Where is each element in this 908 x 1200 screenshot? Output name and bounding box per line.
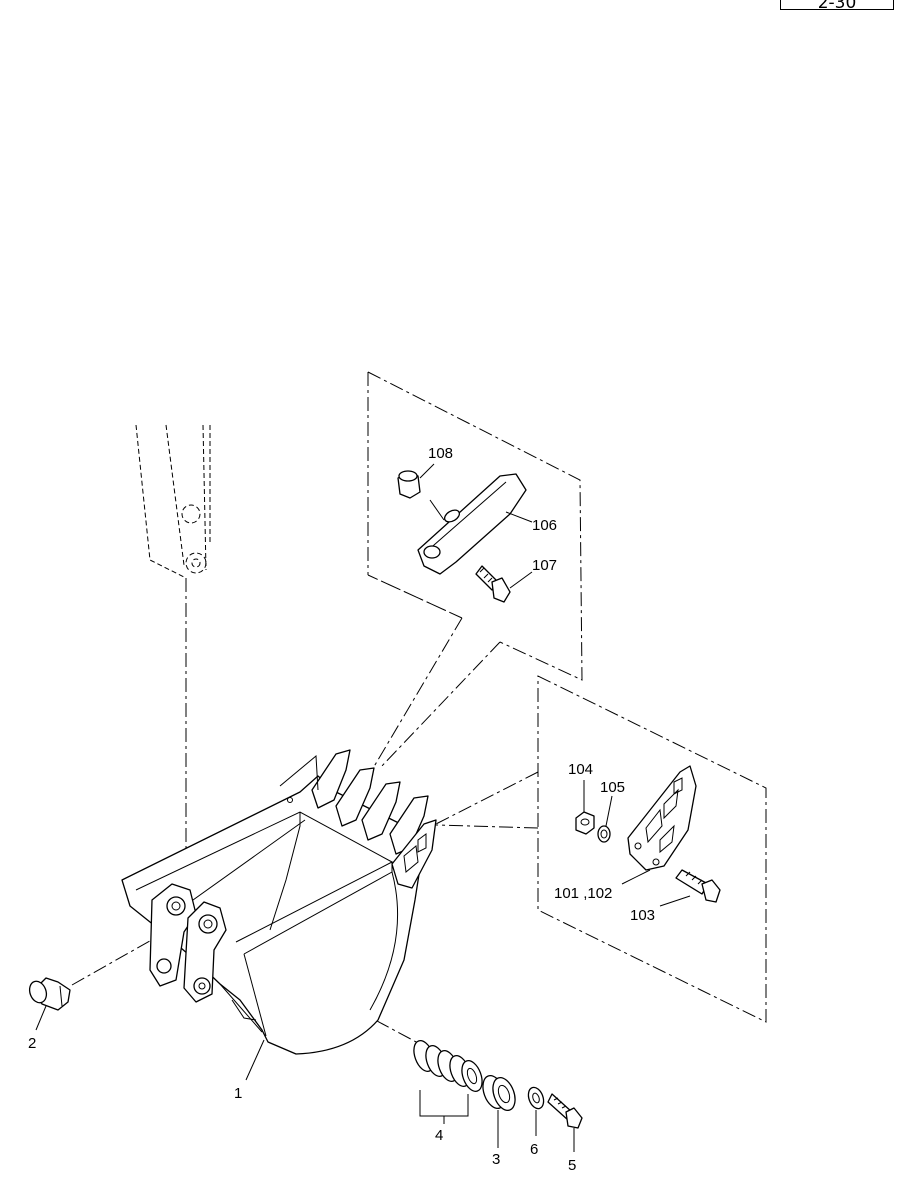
part-106-tooth (417, 473, 533, 575)
arm-phantom (135, 424, 211, 579)
callout-103: 103 (630, 907, 655, 924)
callout-5: 5 (568, 1157, 576, 1174)
callout-6: 6 (530, 1141, 538, 1158)
callout-108: 108 (428, 445, 453, 462)
leader-1 (245, 1039, 265, 1081)
part-6-washer (527, 1086, 545, 1136)
callout-106: 106 (532, 517, 557, 534)
part-104-nut (575, 780, 595, 835)
callout-3: 3 (492, 1151, 500, 1168)
page-number-box: 2-30 (780, 0, 894, 10)
part-107-bolt (475, 565, 533, 603)
page-number: 2-30 (817, 0, 857, 10)
callout-4: 4 (435, 1127, 443, 1144)
bucket (121, 749, 437, 1055)
part-108-pin (397, 463, 435, 499)
part-4-shims (413, 1040, 483, 1124)
part-101-102-side-cutter (621, 765, 697, 885)
callout-107: 107 (532, 557, 557, 574)
callout-104: 104 (568, 761, 593, 778)
part-103-bolt (659, 869, 721, 907)
part-3-ring (482, 1075, 516, 1148)
detail-box-side-cutter (537, 675, 767, 1023)
callout-101-102: 101 ,102 (554, 885, 612, 902)
part-105-washer (597, 795, 613, 843)
part-2-pin (28, 977, 71, 1011)
part-5-bolt (547, 1093, 583, 1152)
callout-1: 1 (234, 1085, 242, 1102)
leader-2 (35, 1005, 47, 1031)
callout-105: 105 (600, 779, 625, 796)
callout-2: 2 (28, 1035, 36, 1052)
detail-box-tooth (367, 371, 583, 681)
